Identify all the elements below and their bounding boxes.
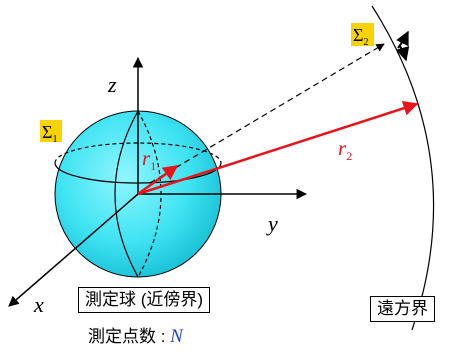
x-axis — [8, 193, 139, 307]
direction-line-dashed — [149, 43, 385, 184]
axis-x-label: x — [33, 292, 44, 317]
boundary-arrow-up — [396, 30, 409, 49]
sphere-equator-back — [54, 142, 222, 164]
far-field-box: 遠方界 — [370, 296, 435, 322]
measurement-sphere-box: 測定球 (近傍界) — [78, 287, 211, 313]
r2-label: r2 — [338, 136, 352, 163]
r1-label: r1 — [142, 146, 156, 173]
sigma1-highlight — [40, 120, 62, 142]
measurement-points-count: 測定点数 : N — [88, 325, 183, 349]
sphere-meridian-front — [114, 110, 139, 278]
axis-y-label: y — [266, 211, 278, 236]
r1-vector — [137, 164, 179, 196]
axis-z-label: z — [107, 72, 117, 97]
measurement-points-label: 測定点数 : — [88, 327, 171, 346]
r2-vector — [137, 101, 419, 196]
measurement-points-variable: N — [170, 326, 183, 347]
sigma2-highlight — [351, 23, 374, 46]
far-field-boundary-arc — [371, 5, 435, 331]
sigma1-label: Σ1 — [42, 122, 57, 145]
sigma2-label: Σ2 — [353, 25, 368, 48]
boundary-arrow-down — [395, 45, 410, 62]
